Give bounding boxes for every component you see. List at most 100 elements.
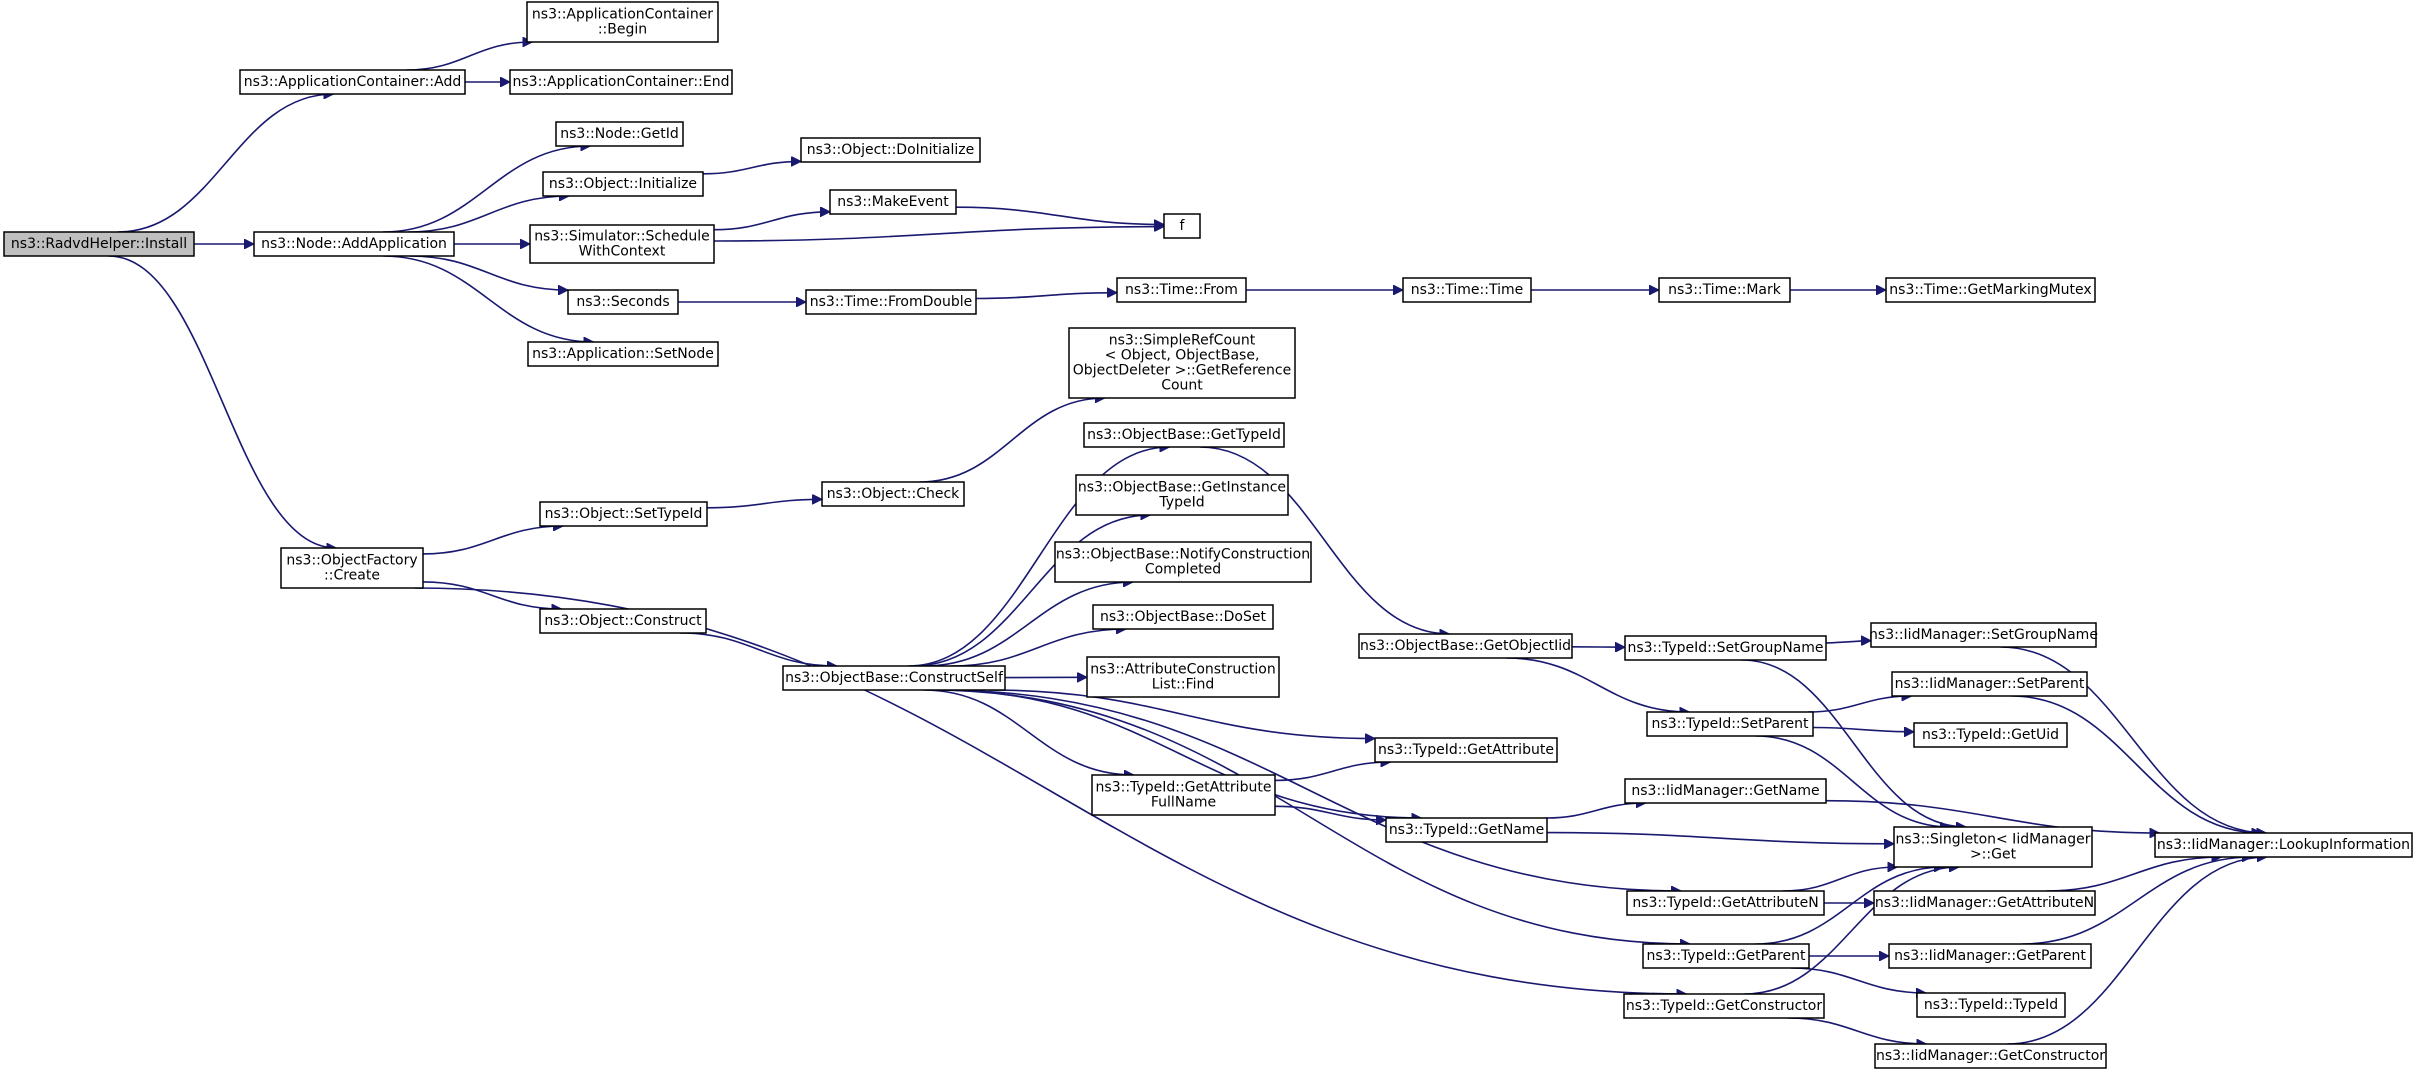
node-label: TypeId [1158,495,1204,511]
node-iid_getconstructor[interactable]: ns3::IidManager::GetConstructor [1874,1043,2107,1069]
node-typeid_typeid[interactable]: ns3::TypeId::TypeId [1916,992,2066,1018]
node-iid_setparent[interactable]: ns3::IidManager::SetParent [1891,671,2088,697]
node-time_from[interactable]: ns3::Time::From [1116,277,1247,303]
node-makeevent[interactable]: ns3::MakeEvent [829,189,957,215]
node-box [1658,277,1791,303]
node-label: ns3::IidManager::GetAttributeN [1875,895,2094,911]
node-typeid_getconstructor[interactable]: ns3::TypeId::GetConstructor [1623,993,1825,1019]
node-box [1916,992,2066,1018]
node-box [1358,633,1573,659]
node-box [1891,671,2088,697]
edge-typeid_getconstructor-to-singleton_get [1744,867,1959,995]
node-iid_getparent[interactable]: ns3::IidManager::GetParent [1888,943,2092,969]
node-box [1642,943,1810,969]
node-time_time[interactable]: ns3::Time::Time [1402,277,1532,303]
edge-typeid_getname-to-singleton_get [1546,831,1894,844]
node-objbase_doset[interactable]: ns3::ObjectBase::DoSet [1092,604,1274,630]
node-obj_settypeid[interactable]: ns3::Object::SetTypeId [539,501,708,527]
node-radvd_install[interactable]: ns3::RadvdHelper::Install [3,231,195,257]
node-objfactory_create[interactable]: ns3::ObjectFactory::Create [280,547,424,589]
node-typeid_getuid[interactable]: ns3::TypeId::GetUid [1913,722,2068,748]
node-iid_lookup[interactable]: ns3::IidManager::LookupInformation [2154,832,2413,858]
node-iid_setgroupname[interactable]: ns3::IidManager::SetGroupName [1869,622,2098,648]
node-label: ns3::ObjectFactory [286,553,417,569]
node-box [1086,656,1280,698]
node-seconds[interactable]: ns3::Seconds [567,289,679,315]
node-box [821,481,965,507]
node-label: ns3::TypeId::GetAttribute [1378,742,1554,758]
node-label: ns3::Object::Check [827,486,960,502]
edge-typeid_getparent-to-singleton_get [1755,867,1944,945]
edge-objfactory_create-to-obj_construct [422,581,562,609]
node-box [805,289,977,315]
node-typeid_getattribute[interactable]: ns3::TypeId::GetAttribute [1374,737,1558,763]
node-obj_doinitialize[interactable]: ns3::Object::DoInitialize [800,137,981,163]
node-obj_construct[interactable]: ns3::Object::Construct [539,608,707,634]
node-time_getmarkingmutex[interactable]: ns3::Time::GetMarkingMutex [1885,277,2096,303]
edge-typeid_setparent-to-typeid_getuid [1812,726,1914,732]
node-label: ns3::RadvdHelper::Install [11,236,187,252]
node-typeid_setparent[interactable]: ns3::TypeId::SetParent [1646,711,1814,737]
edge-obj_check-to-simplerefcount [919,398,1105,483]
edge-objbase_constructself-to-typeid_getattributen [938,689,1681,891]
node-label: ns3::Object::SetTypeId [545,506,703,522]
edge-typeid_getattrfullname-to-typeid_getattribute [1274,762,1391,782]
node-box [1646,711,1814,737]
node-box [1116,277,1247,303]
node-f[interactable]: f [1163,213,1201,239]
node-label: f [1180,218,1186,234]
edge-typeid_getparent-to-typeid_typeid [1790,967,1926,993]
node-box [1068,327,1296,399]
node-appcont_end[interactable]: ns3::ApplicationContainer::End [509,69,733,95]
node-node_getid[interactable]: ns3::Node::GetId [555,121,684,147]
node-objbase_gettypeid[interactable]: ns3::ObjectBase::GetTypeId [1083,422,1285,448]
node-typeid_getparent[interactable]: ns3::TypeId::GetParent [1642,943,1810,969]
node-singleton_get[interactable]: ns3::Singleton< IidManager>::Get [1893,826,2093,868]
node-node_addapp[interactable]: ns3::Node::AddApplication [253,231,455,257]
node-time_mark[interactable]: ns3::Time::Mark [1658,277,1791,303]
node-label: ns3::TypeId::GetName [1389,822,1544,838]
node-objbase_constructself[interactable]: ns3::ObjectBase::ConstructSelf [782,665,1006,691]
edge-objbase_constructself-to-typeid_getattrfullname [923,689,1134,775]
node-appcont_add[interactable]: ns3::ApplicationContainer::Add [239,69,466,95]
node-typeid_setgroupname[interactable]: ns3::TypeId::SetGroupName [1624,635,1827,661]
node-time_fromdouble[interactable]: ns3::Time::FromDouble [805,289,977,315]
node-label: ns3::ObjectBase::ConstructSelf [785,670,1004,686]
node-iid_getname[interactable]: ns3::IidManager::GetName [1624,778,1827,804]
node-simplerefcount[interactable]: ns3::SimpleRefCount< Object, ObjectBase,… [1068,327,1296,399]
node-box [1385,817,1548,843]
node-iid_getattributen[interactable]: ns3::IidManager::GetAttributeN [1873,890,2096,916]
node-objbase_notify[interactable]: ns3::ObjectBase::NotifyConstructionCompl… [1054,541,1312,583]
node-label: ns3::Time::From [1125,282,1238,298]
node-box [782,665,1006,691]
node-label: ns3::Time::Mark [1668,282,1782,298]
edge-typeid_setgroupname-to-singleton_get [1741,659,1967,827]
node-objbase_getobjectiid[interactable]: ns3::ObjectBase::GetObjectIid [1358,633,1573,659]
node-label: ns3::ApplicationContainer::End [513,74,730,90]
node-label: ns3::IidManager::GetParent [1894,948,2086,964]
node-typeid_getattributen[interactable]: ns3::TypeId::GetAttributeN [1626,890,1825,916]
node-typeid_getname[interactable]: ns3::TypeId::GetName [1385,817,1548,843]
node-obj_check[interactable]: ns3::Object::Check [821,481,965,507]
node-box [1893,826,2093,868]
node-appcont_begin[interactable]: ns3::ApplicationContainer::Begin [526,1,719,43]
edge-typeid_getconstructor-to-iid_getconstructor [1787,1017,1927,1044]
node-label: ns3::TypeId::TypeId [1924,997,2058,1013]
node-label: ns3::Object::Construct [544,613,702,629]
node-obj_initialize[interactable]: ns3::Object::Initialize [542,171,704,197]
node-box [800,137,981,163]
edge-typeid_setparent-to-singleton_get [1755,735,1951,827]
edge-node_addapp-to-obj_initialize [407,196,569,233]
edge-typeid_getattrfullname-to-typeid_getname [1274,805,1386,820]
node-label: ns3::Object::Initialize [549,176,697,192]
edge-obj_construct-to-objbase_constructself [680,632,837,666]
edge-obj_initialize-to-obj_doinitialize [702,161,801,175]
node-app_setnode[interactable]: ns3::Application::SetNode [527,341,719,367]
node-label: ns3::Time::GetMarkingMutex [1889,282,2091,298]
edge-iid_getattributen-to-iid_lookup [2046,857,2221,892]
